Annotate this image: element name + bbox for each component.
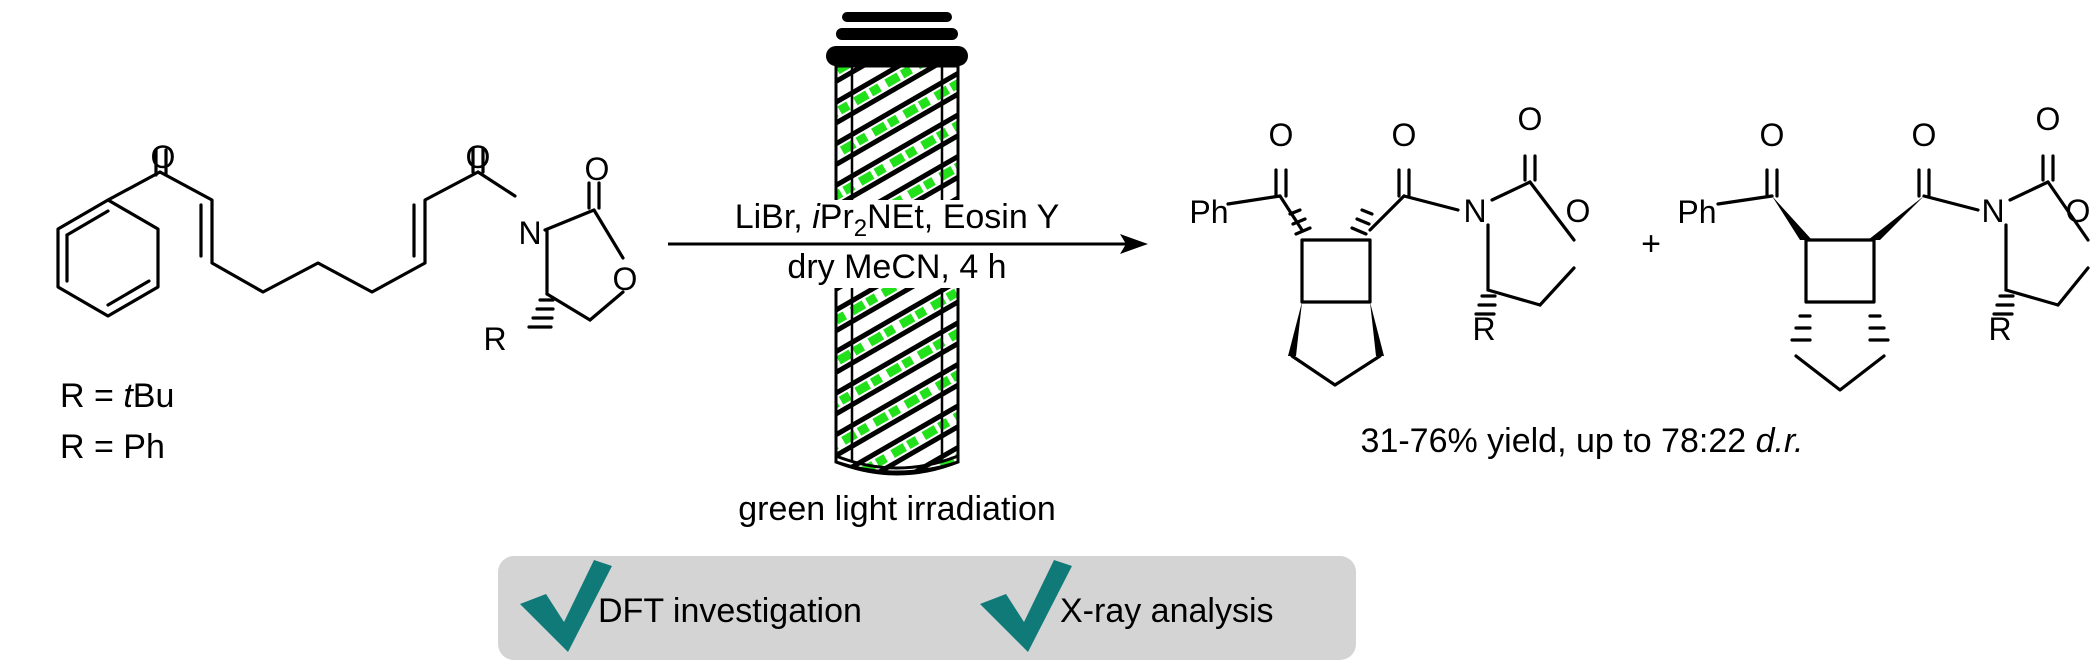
substituent-tbu: R = tBu: [60, 377, 174, 415]
green-led-photoreactor-icon: [826, 12, 968, 476]
hashed-bond: [527, 298, 555, 329]
product-1: Ph O O O N O R: [1189, 101, 1591, 387]
reaction-arrow: [668, 234, 1148, 254]
product-2: Ph O O O N O R: [1677, 101, 2091, 392]
atom-label-o-amide: O: [1912, 117, 1937, 153]
atom-label-o-carbonyl-ring: O: [1518, 101, 1543, 137]
starting-material: O O O N O R: [56, 139, 638, 357]
atom-label-ph: Ph: [1677, 194, 1716, 230]
atom-label-o-amide: O: [1392, 117, 1417, 153]
conditions-reagents: LiBr, iPr2NEt, Eosin Y: [735, 198, 1060, 242]
atom-label-ph: Ph: [1189, 194, 1228, 230]
atom-label-o-ketone: O: [151, 139, 176, 175]
yield-text: 31-76% yield, up to 78:22 d.r.: [1361, 422, 1804, 460]
atom-label-n: N: [1463, 193, 1486, 229]
badge-dft: DFT investigation: [598, 592, 862, 630]
atom-label-o-amide: O: [466, 139, 491, 175]
plus-sign: +: [1641, 225, 1661, 263]
atom-label-n: N: [518, 215, 541, 251]
atom-label-o-ring: O: [1566, 193, 1591, 229]
atom-label-r: R: [1472, 311, 1495, 347]
atom-label-r: R: [1988, 311, 2011, 347]
badge-bar: DFT investigation X-ray analysis: [498, 556, 1356, 660]
atom-label-n: N: [1981, 193, 2004, 229]
atom-label-r: R: [483, 321, 506, 357]
atom-label-o-carbonyl-ring: O: [585, 151, 610, 187]
badge-xray: X-ray analysis: [1060, 592, 1274, 630]
substituent-ph: R = Ph: [60, 428, 165, 466]
conditions-light: green light irradiation: [738, 490, 1056, 528]
atom-label-o-carbonyl-ring: O: [2036, 101, 2061, 137]
atom-label-o-ketone: O: [1760, 117, 1785, 153]
phenyl-ring: [56, 198, 160, 318]
checkmark-icon: [980, 560, 1072, 652]
checkmark-icon: [520, 560, 612, 652]
conditions-solvent-time: dry MeCN, 4 h: [787, 248, 1006, 286]
atom-label-o-ring: O: [2066, 193, 2091, 229]
atom-label-o-ring: O: [613, 261, 638, 297]
atom-label-o-ketone: O: [1269, 117, 1294, 153]
